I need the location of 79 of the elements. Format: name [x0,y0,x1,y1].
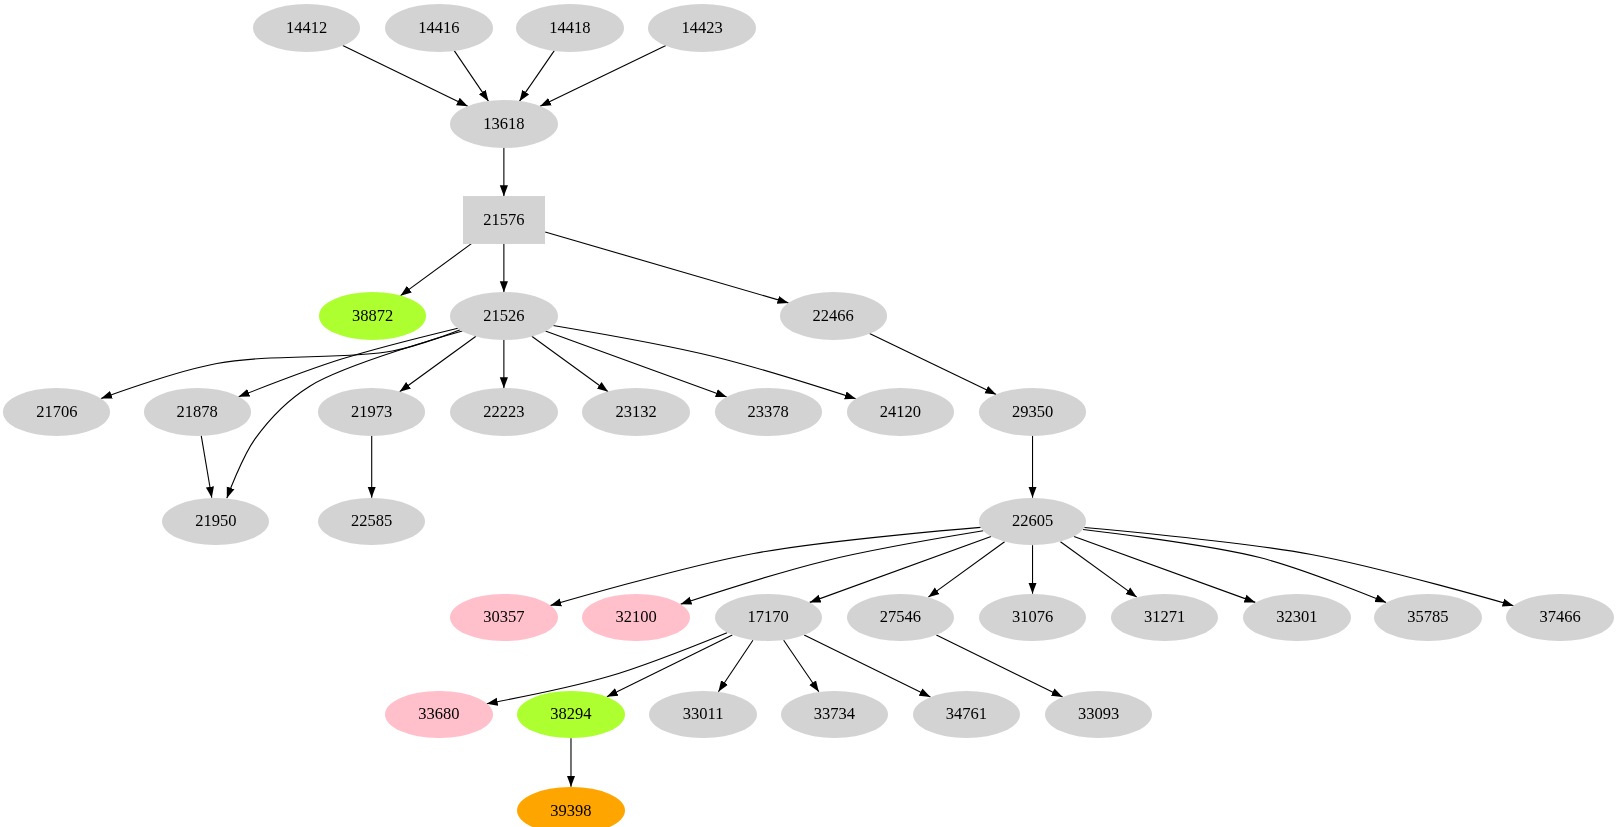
node-label: 14423 [681,17,723,38]
node-label: 30357 [483,607,525,628]
arrow [499,147,508,197]
ellipse-node [143,388,251,436]
arrow [1059,541,1138,598]
arrow [238,327,459,398]
arrow [1028,435,1037,499]
arrow [803,634,931,698]
arrow [927,541,1006,598]
node-label: 37466 [1539,607,1581,628]
arrow [552,324,857,400]
node-label: 22466 [812,305,854,326]
arrow [200,435,214,499]
arrow [486,632,728,706]
arrow [783,639,820,693]
node-label: 39398 [550,800,592,821]
arrow [531,335,609,393]
arrow [518,50,555,102]
arrow [544,231,789,304]
node-label: 21576 [483,209,525,230]
node-label: 22223 [483,401,525,422]
node-label: 21526 [483,305,525,326]
arrow [367,435,376,499]
arrow [717,639,754,693]
node-label: 31271 [1144,607,1186,628]
arrow [539,44,667,107]
node-label: 29350 [1011,401,1054,422]
node-label: 33011 [682,704,724,725]
ellipse-node [779,292,887,340]
node-label: 35785 [1407,607,1449,628]
ellipse-node [714,593,822,642]
node-label: 21706 [36,401,78,422]
rectangle-node [462,196,546,244]
node-label: 14412 [286,17,328,38]
ellipse-node [450,292,558,340]
node-label: 23132 [615,401,657,422]
arrow [606,634,733,698]
node-label: 14418 [549,17,591,38]
ellipse-node [846,388,955,436]
arrow [399,335,477,393]
ellipse-node [3,388,111,436]
arrow [544,330,728,398]
arrow [499,339,508,389]
node-label: 33734 [813,704,855,725]
node-label: 33093 [1077,704,1120,725]
node-label: 21878 [176,401,218,422]
arrow [1083,527,1515,607]
node-label: 13618 [483,113,525,134]
arrow [499,243,508,293]
arrow [399,243,472,297]
node-label: 21973 [351,401,393,422]
node-label: 21950 [195,511,237,532]
arrow [935,634,1064,698]
arrow [100,329,461,400]
node-label: 22605 [1011,511,1054,532]
node-label: 33680 [418,704,460,725]
arrow [226,330,463,499]
arrow [869,332,997,396]
node-label: 38872 [352,305,394,326]
arrow [679,530,984,605]
arrow [1073,535,1256,603]
arrow [453,50,489,102]
arrow [1082,528,1387,604]
node-label: 22585 [351,511,393,532]
node-label: 31076 [1011,607,1054,628]
node-label: 24120 [879,401,921,422]
node-label: 14416 [418,17,460,38]
node-label: 32100 [615,607,657,628]
arrow [1028,544,1037,595]
arrow [549,526,982,607]
node-label: 27546 [879,607,921,628]
arrow [809,535,992,603]
arrow [566,737,576,788]
node-label: 32301 [1276,607,1318,628]
node-label: 38294 [550,704,592,725]
node-label: 23378 [747,401,789,422]
arrow [342,44,469,107]
node-label: 34761 [945,704,988,725]
node-label: 17170 [747,607,789,628]
